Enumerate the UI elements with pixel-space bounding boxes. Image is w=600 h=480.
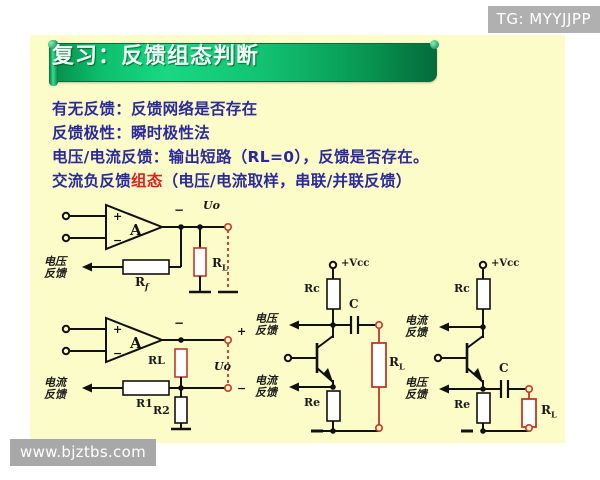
- circuit-bjt-voltage-feedback-svg: [283, 260, 387, 434]
- svg-text:−: −: [113, 234, 122, 247]
- svg-text:−: −: [174, 203, 184, 217]
- bjt-vf-bottom-feedback-line1: 电流: [255, 374, 277, 387]
- svg-text:−: −: [113, 347, 122, 360]
- opamp-vf-load-main: R: [212, 256, 222, 270]
- bjt-vf-top-feedback-text: 电压 反馈: [255, 313, 277, 337]
- banner-bead-left-icon: [48, 40, 57, 49]
- bjt-cf-bottom-feedback-line2: 反馈: [405, 388, 427, 401]
- bjt-vf-re-label: Re: [304, 396, 321, 409]
- watermark-top-right: TG: MYYJJPP: [487, 6, 600, 33]
- body-line-4-highlight: 组态: [131, 172, 163, 190]
- opamp-cf-load-label: RL: [148, 354, 165, 367]
- bjt-cf-top-feedback-text: 电流 反馈: [405, 315, 427, 339]
- circuit-bjt-current-feedback-svg: [433, 260, 537, 434]
- body-line-1: 有无反馈：反馈网络是否存在: [52, 100, 258, 118]
- slide-canvas: 复习：反馈组态判断 有无反馈：反馈网络是否存在 反馈极性：瞬时极性法 电压/电流…: [30, 35, 565, 443]
- opamp-vf-feedback-text-line1: 电压: [44, 255, 66, 268]
- opamp-vf-load-label: RL: [212, 256, 228, 273]
- svg-text:−: −: [237, 382, 246, 395]
- opamp-cf-output-label: Uo: [214, 360, 231, 373]
- bjt-cf-load-sub: L: [550, 409, 557, 420]
- svg-text:+: +: [113, 210, 122, 223]
- svg-text:A: A: [129, 334, 142, 352]
- circuit-opamp-current-feedback: + − A − + − RL Uo R1 R2 电流 反馈: [38, 313, 253, 431]
- bjt-vf-top-feedback-line2: 反馈: [255, 324, 277, 337]
- bjt-vf-capacitor-label: C: [349, 297, 359, 311]
- slide-title-banner: [48, 40, 439, 86]
- svg-text:+: +: [113, 323, 122, 336]
- circuit-bjt-voltage-feedback: +Vcc Rc C Re RL 电压 反馈 电流 反馈: [255, 215, 410, 434]
- bjt-vf-load-label: RL: [389, 355, 405, 372]
- body-line-4-pre: 交流负反馈: [52, 172, 132, 190]
- banner-bead-right-icon: [430, 40, 439, 49]
- opamp-vf-rf-sub: f: [144, 281, 149, 292]
- opamp-vf-feedback-text: 电压 反馈: [44, 256, 66, 280]
- svg-text:+: +: [237, 325, 246, 338]
- bjt-cf-capacitor-label: C: [499, 361, 509, 375]
- watermark-bottom-left: www.bjztbs.com: [10, 439, 156, 466]
- opamp-vf-output-label: Uo: [203, 199, 220, 212]
- opamp-cf-feedback-text-line1: 电流: [44, 376, 66, 389]
- bjt-vf-load-main: R: [389, 355, 399, 369]
- opamp-vf-rf-main: R: [135, 275, 145, 289]
- bjt-cf-re-label: Re: [454, 398, 471, 411]
- body-line-4: 交流负反馈组态（电压/电流取样，串联/并联反馈）: [52, 169, 412, 191]
- page-title: 复习：反馈组态判断: [52, 44, 260, 69]
- body-line-3: 电压/电流反馈：输出短路（RL=0），反馈是否存在。: [52, 148, 429, 166]
- circuit-opamp-voltage-feedback: + − A − Uo RL Rf 电压 反馈: [38, 200, 253, 310]
- bjt-vf-bottom-feedback-text: 电流 反馈: [255, 375, 277, 399]
- bjt-cf-load-label: RL: [541, 403, 557, 420]
- svg-text:−: −: [174, 316, 184, 330]
- bjt-cf-rc-label: Rc: [454, 282, 470, 295]
- opamp-cf-resistor-r1-label: R1: [136, 397, 153, 410]
- opamp-cf-resistor-r2-label: R2: [153, 404, 170, 417]
- bjt-vf-load-sub: L: [398, 361, 405, 372]
- opamp-vf-feedback-resistor-label: Rf: [135, 275, 149, 292]
- circuit-opamp-voltage-feedback-svg: + − A −: [61, 203, 238, 294]
- circuit-opamp-current-feedback-svg: + − A − + −: [61, 316, 246, 431]
- opamp-vf-feedback-text-line2: 反馈: [44, 267, 66, 280]
- bjt-cf-bottom-feedback-text: 电压 反馈: [405, 377, 427, 401]
- bjt-vf-top-feedback-line1: 电压: [255, 312, 277, 325]
- bjt-cf-vcc-label: +Vcc: [491, 258, 520, 269]
- bjt-cf-top-feedback-line1: 电流: [405, 314, 427, 327]
- bjt-vf-bottom-feedback-line2: 反馈: [255, 386, 277, 399]
- opamp-cf-feedback-text: 电流 反馈: [44, 377, 66, 401]
- opamp-vf-load-sub: L: [221, 262, 228, 273]
- opamp-cf-feedback-text-line2: 反馈: [44, 388, 66, 401]
- svg-text:A: A: [129, 221, 142, 239]
- bjt-vf-vcc-label: +Vcc: [341, 258, 370, 269]
- bjt-cf-top-feedback-line2: 反馈: [405, 326, 427, 339]
- bjt-cf-load-main: R: [541, 403, 551, 417]
- bjt-vf-rc-label: Rc: [304, 282, 320, 295]
- bjt-cf-bottom-feedback-line1: 电压: [405, 376, 427, 389]
- body-line-2: 反馈极性：瞬时极性法: [52, 124, 211, 142]
- circuit-bjt-current-feedback: +Vcc Rc C Re RL 电流 反馈 电压 反馈: [405, 215, 565, 434]
- body-line-4-post: （电压/电流取样，串联/并联反馈）: [162, 172, 412, 190]
- banner-spine-decoration: [49, 40, 58, 86]
